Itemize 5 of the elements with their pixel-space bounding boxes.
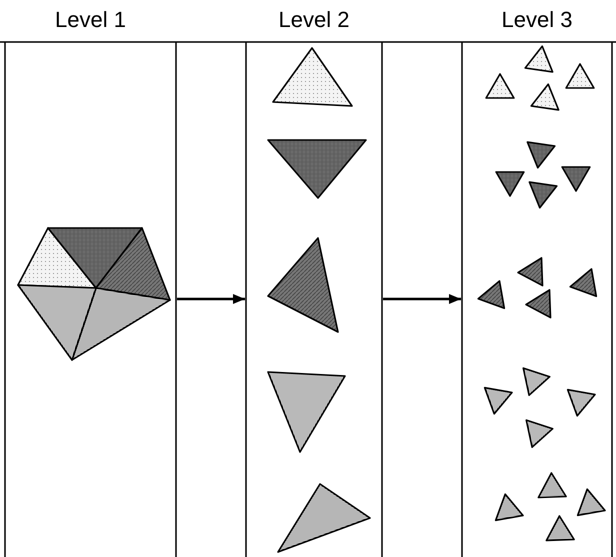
column-title: Level 2 [278, 6, 350, 34]
arrow [383, 294, 461, 304]
arrow [177, 294, 245, 304]
column-title: Level 3 [502, 6, 572, 34]
column-title: Level 1 [55, 6, 126, 34]
